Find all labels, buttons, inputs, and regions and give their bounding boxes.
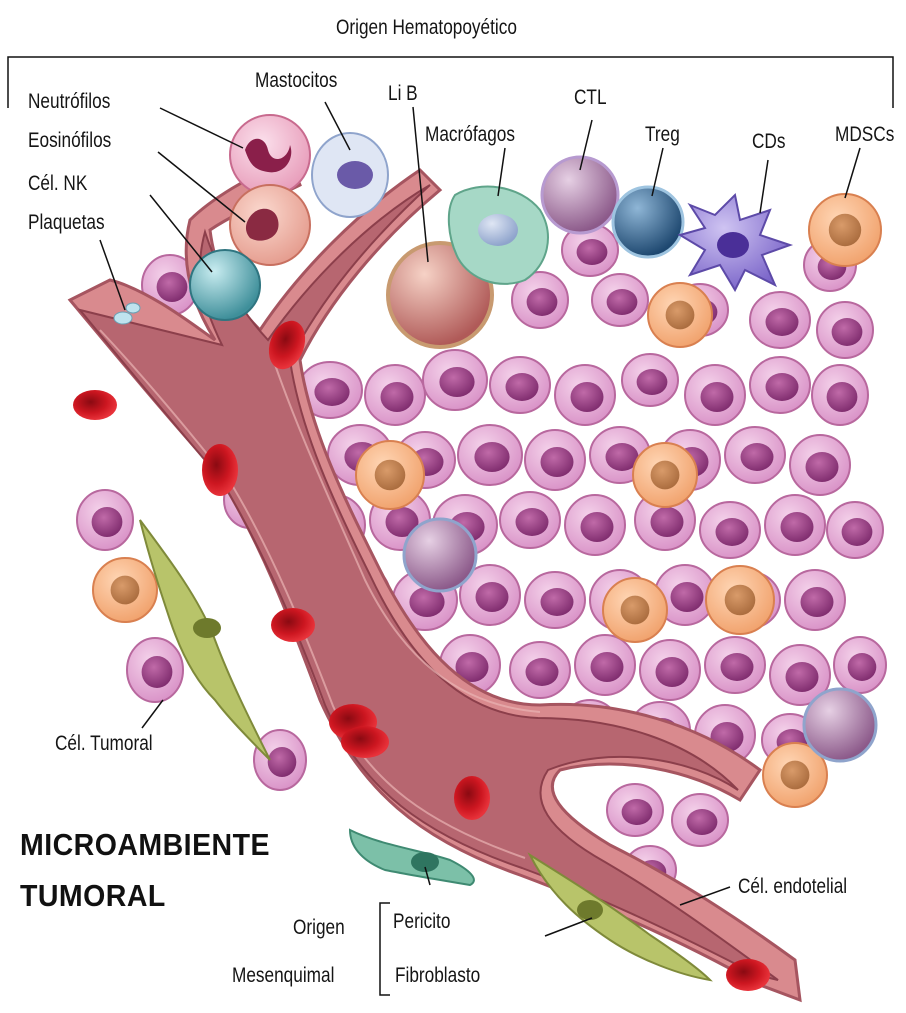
tumor-cell-nucleus	[687, 809, 718, 835]
tumor-cell-nucleus	[516, 508, 549, 536]
tumor-cell-nucleus	[506, 373, 539, 401]
tumor-cell-nucleus	[581, 512, 614, 542]
tumor-cell-nucleus	[541, 447, 574, 477]
mast-cell	[312, 133, 388, 217]
group-label-hematopoietic: Origen Hematopoyético	[336, 17, 517, 38]
tumor-cell-nucleus	[786, 662, 819, 692]
label-li-b: Li B	[388, 83, 418, 104]
tumor-cell-nucleus	[474, 442, 509, 472]
tumor-cell-nucleus	[637, 369, 668, 395]
tumor-cell-nucleus	[527, 288, 558, 316]
mdsc-nucleus	[781, 761, 810, 790]
tumor-cell-nucleus	[721, 653, 754, 681]
mdsc-nucleus	[725, 585, 756, 616]
label-cel-endotelial: Cél. endotelial	[738, 876, 847, 897]
group-label-mesenchymal-line2: Mesenquimal	[232, 965, 334, 986]
mdsc-nucleus	[111, 576, 140, 605]
tumor-cell-nucleus	[577, 239, 608, 265]
mesenchymal-bracket	[380, 903, 390, 995]
tumor-cell-nucleus	[268, 747, 297, 777]
label-treg: Treg	[645, 124, 680, 145]
label-cds: CDs	[752, 131, 785, 152]
label-mastocitos: Mastocitos	[255, 70, 337, 91]
mdsc-nucleus	[829, 214, 861, 246]
label-fibroblasto: Fibroblasto	[395, 965, 480, 986]
tumor-cell-nucleus	[439, 367, 474, 397]
hematopoietic-bracket	[8, 57, 893, 108]
label-ctl: CTL	[574, 87, 607, 108]
tumor-cell-nucleus	[716, 518, 749, 546]
tumor-cell-nucleus	[541, 588, 574, 616]
tumor-cell-nucleus	[801, 587, 834, 617]
figure-title-line2: TUMORAL	[20, 880, 166, 911]
tumor-cell-nucleus	[848, 653, 877, 681]
tumor-cell-nucleus	[92, 507, 123, 537]
label-mdscs: MDSCs	[835, 124, 894, 145]
tumor-cell-nucleus	[842, 518, 873, 546]
label-cel-tumoral: Cél. Tumoral	[55, 733, 153, 754]
tumor-cell-nucleus	[157, 272, 188, 302]
label-pericito: Pericito	[393, 911, 450, 932]
label-macrofagos: Macrófagos	[425, 124, 515, 145]
label-neutrofilos: Neutrófilos	[28, 91, 110, 112]
tumor-cell-nucleus	[142, 656, 173, 688]
lymphocyte-cell	[804, 689, 876, 761]
tumor-cell-nucleus	[832, 318, 863, 346]
tumor-cell-nucleus	[607, 289, 638, 315]
label-eosinofilos: Eosinófilos	[28, 130, 111, 151]
mdsc-nucleus	[375, 460, 406, 491]
eosinophil-cell	[230, 185, 310, 265]
tumor-cell-nucleus	[766, 373, 799, 401]
tumor-cell-nucleus	[741, 443, 774, 471]
nk-cell	[190, 250, 260, 320]
label-cel-nk: Cél. NK	[28, 173, 87, 194]
tumor-cell-nucleus	[827, 382, 858, 412]
tumor-cell-nucleus	[526, 658, 559, 686]
tumor-cell-nucleus	[671, 582, 704, 612]
label-plaquetas: Plaquetas	[28, 212, 105, 233]
tumor-cell-nucleus	[622, 799, 653, 825]
mdsc-nucleus	[621, 596, 650, 625]
figure-title-line1: MICROAMBIENTE	[20, 829, 270, 860]
mdsc-nucleus	[651, 461, 680, 490]
tumor-cell-nucleus	[651, 507, 684, 537]
lymphocyte-cell	[404, 519, 476, 591]
mdsc-nucleus	[666, 301, 695, 330]
tumor-cell-nucleus	[381, 382, 414, 412]
tumor-cell-nucleus	[766, 308, 799, 336]
dendritic-cell	[680, 195, 790, 290]
tumor-cell-nucleus	[476, 582, 509, 612]
tumor-cell-nucleus	[781, 512, 814, 542]
tumor-cell-nucleus	[701, 382, 734, 412]
tumor-cell-nucleus	[656, 657, 689, 687]
group-label-mesenchymal-line1: Origen	[293, 917, 345, 938]
tumor-cell-nucleus	[591, 652, 624, 682]
neutrophil-cell	[230, 115, 310, 195]
treg-cell	[613, 187, 683, 257]
tumor-cell-nucleus	[314, 378, 349, 406]
tumor-cell-nucleus	[806, 452, 839, 482]
tumor-cell-nucleus	[571, 382, 604, 412]
